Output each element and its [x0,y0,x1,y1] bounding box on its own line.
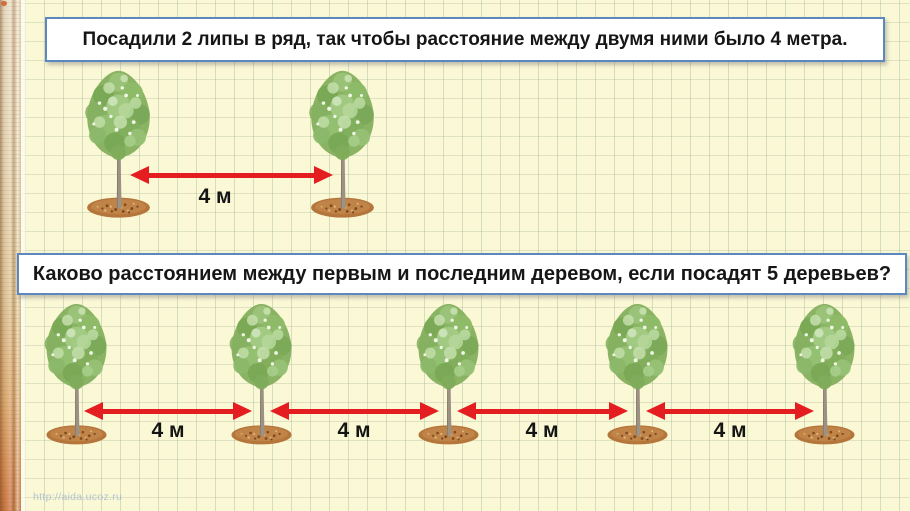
tree-illustration [216,300,307,446]
tree-illustration [403,300,494,446]
notebook-page-edge [0,0,21,511]
arrow-shaft [284,409,425,414]
problem2-question-box: Каково расстоянием между первым и послед… [17,253,907,295]
arrowhead-left-icon [84,402,103,420]
arrowhead-right-icon [795,402,814,420]
distance-arrow [457,400,628,424]
distance-label: 4 м [337,419,371,442]
distance-label: 4 м [198,185,232,208]
arrow-shaft [471,409,614,414]
arrowhead-left-icon [270,402,289,420]
distance-arrow [130,164,333,188]
arrow-shaft [98,409,238,414]
arrowhead-left-icon [457,402,476,420]
distance-label: 4 м [151,419,185,442]
distance-arrow [270,400,439,424]
tree-illustration [779,300,870,446]
watermark-url: http://aida.ucoz.ru [33,491,123,503]
distance-label: 4 м [525,419,559,442]
arrowhead-right-icon [420,402,439,420]
distance-label: 4 м [713,419,747,442]
corner-decoration-dot [1,1,7,6]
arrowhead-left-icon [646,402,665,420]
arrowhead-right-icon [609,402,628,420]
arrowhead-right-icon [233,402,252,420]
arrowhead-right-icon [314,166,333,184]
distance-arrow [646,400,814,424]
tree-illustration [31,300,122,446]
problem2-question-text: Каково расстоянием между первым и послед… [32,262,892,285]
tree-illustration [592,300,683,446]
problem1-statement-text: Посадили 2 липы в ряд, так чтобы расстоя… [82,28,848,50]
arrowhead-left-icon [130,166,149,184]
arrow-shaft [660,409,800,414]
arrow-shaft [144,173,319,178]
problem1-statement-box: Посадили 2 липы в ряд, так чтобы расстоя… [45,17,885,62]
distance-arrow [84,400,252,424]
